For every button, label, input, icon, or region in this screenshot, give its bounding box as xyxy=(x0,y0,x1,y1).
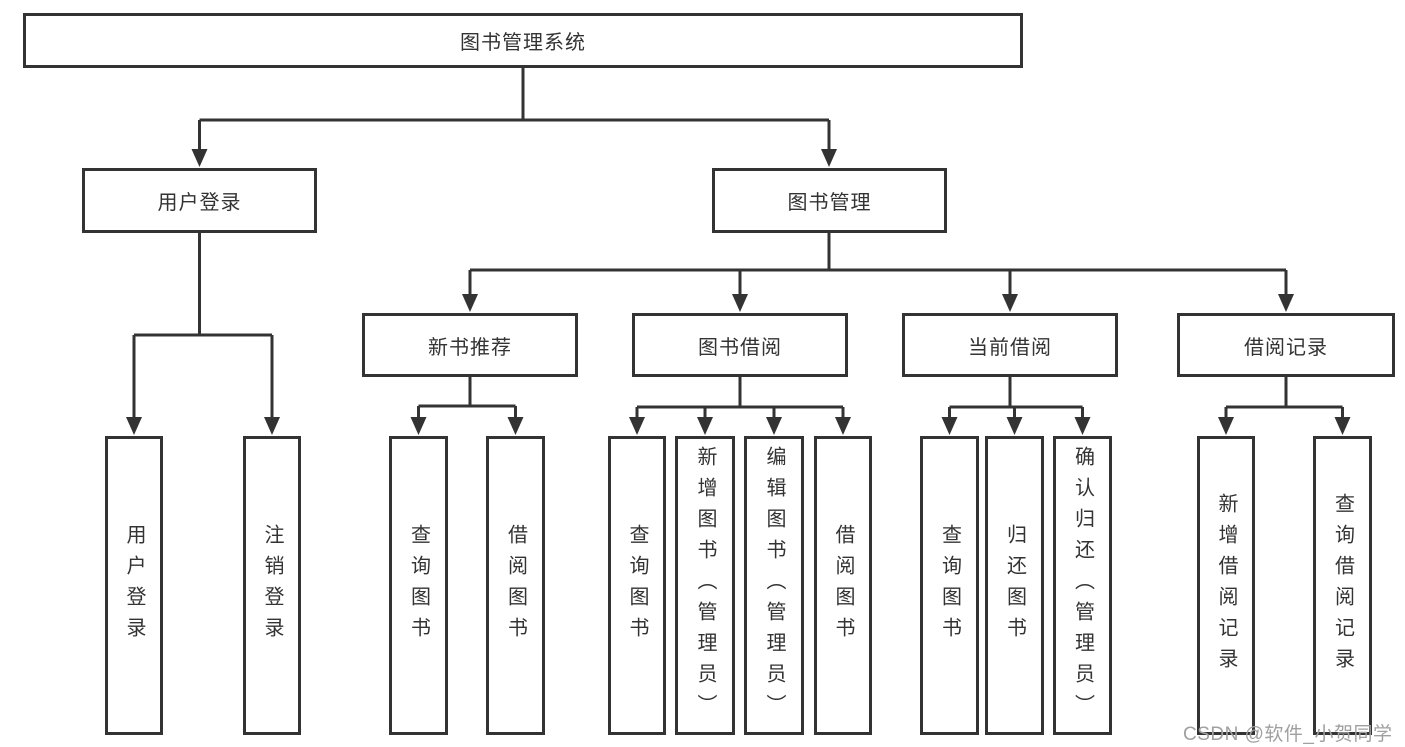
node-leaf-add-books-admin: 新增图书（管理员） xyxy=(675,436,735,735)
node-leaf-query-books-recommend: 查询图书 xyxy=(389,436,448,735)
node-label: 新增图书（管理员） xyxy=(694,446,716,725)
arrow-down-icon xyxy=(941,417,1091,435)
edge-current-borrowing-to-leaves xyxy=(948,377,1084,417)
node-label: 图书管理系统 xyxy=(460,32,586,54)
node-leaf-edit-books-admin: 编辑图书（管理员） xyxy=(744,436,804,735)
node-leaf-return-books: 归还图书 xyxy=(985,436,1044,735)
node-label: 图书借阅 xyxy=(698,336,782,359)
edge-book-borrowing-to-leaves xyxy=(635,377,845,417)
csdn-watermark: CSDN @软件_小贺同学 xyxy=(1183,724,1393,745)
node-leaf-user-login: 用户登录 xyxy=(105,436,163,735)
node-label: 查询图书 xyxy=(407,523,430,648)
node-leaf-query-books-borrowing: 查询图书 xyxy=(608,436,666,735)
node-label: 新书推荐 xyxy=(428,336,512,359)
node-label: 借阅图书 xyxy=(832,523,854,648)
node-leaf-query-borrow-record: 查询借阅记录 xyxy=(1313,436,1372,735)
node-label: 当前借阅 xyxy=(968,336,1052,359)
node-user-login: 用户登录 xyxy=(82,168,317,233)
arrow-down-icon xyxy=(462,294,1294,312)
node-label: 注销登录 xyxy=(261,523,283,648)
edge-user-login-to-leaves xyxy=(132,233,274,417)
node-label: 新增借阅记录 xyxy=(1215,492,1237,679)
node-label: 编辑图书（管理员） xyxy=(763,446,785,725)
node-leaf-logout: 注销登录 xyxy=(243,436,301,735)
node-leaf-query-books-current: 查询图书 xyxy=(920,436,979,735)
node-label: 图书管理 xyxy=(787,192,872,214)
arrow-down-icon xyxy=(410,417,524,435)
node-leaf-confirm-return-admin: 确认归还（管理员） xyxy=(1053,436,1112,735)
node-leaf-borrow-books-recommend: 借阅图书 xyxy=(486,436,545,735)
edge-new-book-recommend-to-leaves xyxy=(417,377,517,417)
arrow-down-icon xyxy=(191,149,837,167)
arrow-down-icon xyxy=(629,417,851,435)
node-label: 查询借阅记录 xyxy=(1331,492,1354,679)
node-leaf-add-borrow-record: 新增借阅记录 xyxy=(1197,436,1255,735)
node-book-management: 图书管理 xyxy=(712,168,947,233)
node-label: 归还图书 xyxy=(1003,523,1026,648)
node-new-book-recommend: 新书推荐 xyxy=(362,313,578,377)
node-label: 借阅记录 xyxy=(1244,336,1328,359)
node-borrowing-records: 借阅记录 xyxy=(1177,313,1395,377)
node-book-borrowing: 图书借阅 xyxy=(632,313,848,377)
node-label: 用户登录 xyxy=(123,523,145,648)
edge-book-management-to-level3 xyxy=(468,233,1288,294)
edge-root-to-level2 xyxy=(198,68,831,150)
node-label: 确认归还（管理员） xyxy=(1071,446,1094,725)
node-label: 查询图书 xyxy=(938,523,961,648)
node-leaf-borrow-books-borrowing: 借阅图书 xyxy=(814,436,872,735)
arrow-down-icon xyxy=(1218,417,1351,435)
arrow-down-icon xyxy=(126,417,280,435)
node-current-borrowing: 当前借阅 xyxy=(902,313,1118,377)
node-label: 用户登录 xyxy=(157,192,242,214)
node-label: 借阅图书 xyxy=(504,523,527,648)
node-label: 查询图书 xyxy=(626,523,648,648)
edge-borrowing-records-to-leaves xyxy=(1224,377,1344,417)
node-library-management-system: 图书管理系统 xyxy=(23,13,1023,68)
